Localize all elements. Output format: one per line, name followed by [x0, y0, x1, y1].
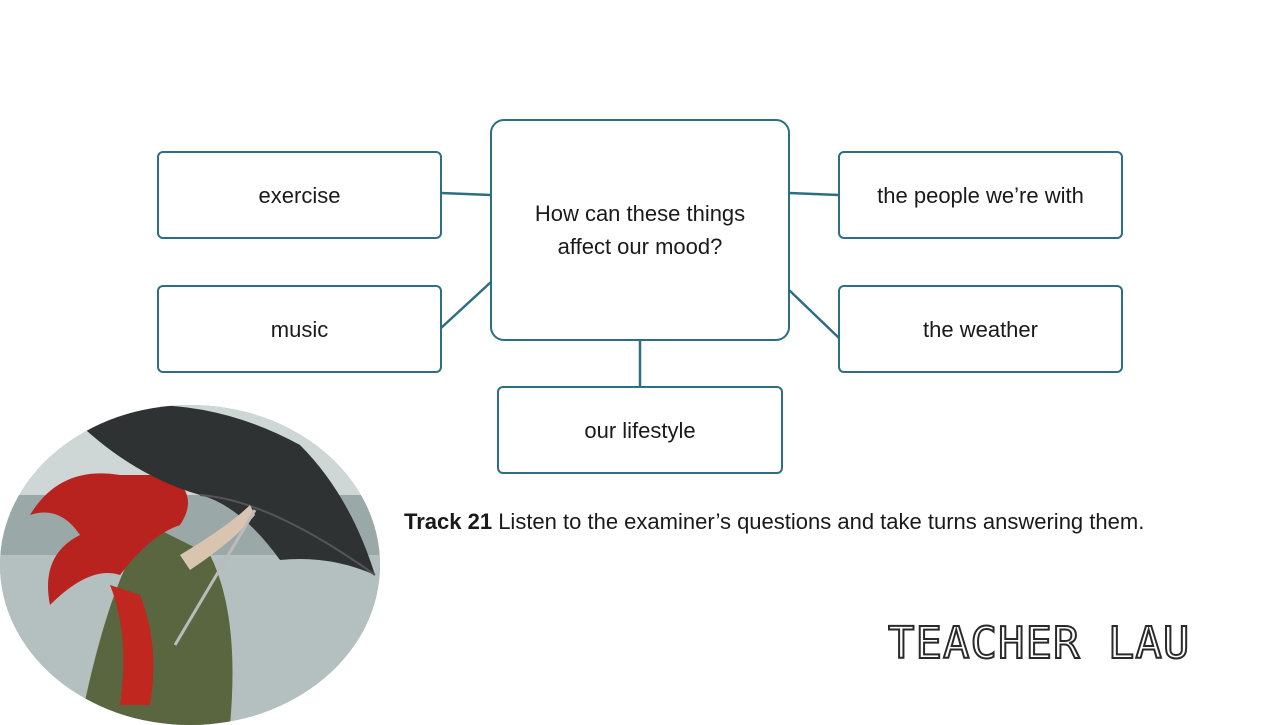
- topic-people-label: the people we’re with: [877, 182, 1084, 208]
- instructions: Track 21 Listen to the examiner’s questi…: [404, 505, 1204, 539]
- topic-lifestyle-label: our lifestyle: [584, 417, 696, 443]
- woman-umbrella-photo: [0, 405, 380, 725]
- topic-exercise: exercise: [157, 151, 442, 239]
- topic-music-label: music: [270, 316, 329, 342]
- connector-weather: [788, 289, 840, 339]
- instructions-text: Listen to the examiner’s questions and t…: [492, 509, 1145, 534]
- topic-weather: the weather: [838, 285, 1123, 373]
- topic-exercise-label: exercise: [258, 182, 341, 208]
- topic-music: music: [157, 285, 442, 373]
- connector-people: [788, 191, 840, 197]
- track-number: Track 21: [404, 509, 493, 534]
- central-question: How can these things affect our mood?: [490, 119, 790, 341]
- topic-lifestyle: our lifestyle: [497, 386, 783, 474]
- connector-music: [440, 281, 492, 329]
- central-question-text: How can these things affect our mood?: [534, 201, 746, 259]
- connector-exercise: [440, 191, 492, 197]
- topic-weather-label: the weather: [923, 316, 1038, 342]
- topic-people: the people we’re with: [838, 151, 1123, 239]
- teacher-lau-logo: TEACHER LAU: [887, 617, 1191, 670]
